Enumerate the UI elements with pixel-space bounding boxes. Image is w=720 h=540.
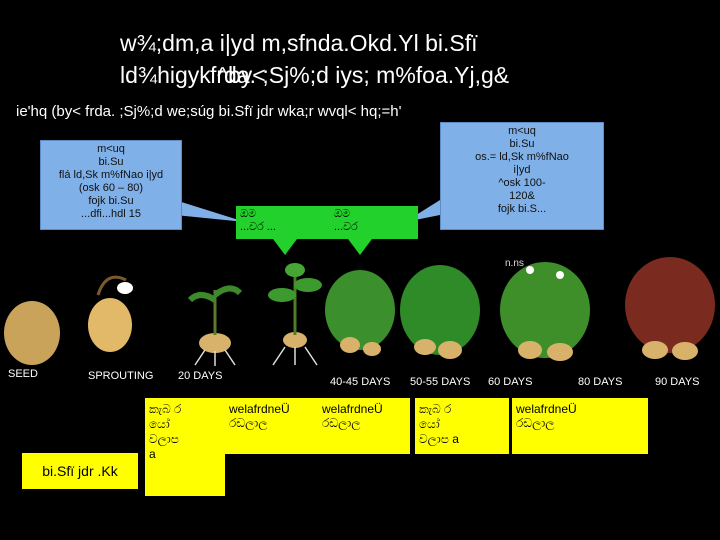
green-box-right: ඔම ...වර bbox=[330, 206, 418, 239]
yellow-box-line: a bbox=[149, 447, 156, 461]
stage-seed: SEED bbox=[8, 368, 38, 380]
stage-80-days: 80 DAYS bbox=[578, 376, 623, 388]
yellow-box-4: කැබ ර යෝ වලාප a bbox=[415, 398, 509, 454]
plant-tag: n.ns bbox=[505, 258, 524, 269]
stage-90-days: 90 DAYS bbox=[655, 376, 700, 388]
yellow-box-line: welafrdneÜ bbox=[516, 402, 577, 416]
green-right-line: ඔම bbox=[334, 208, 351, 220]
yellow-box-line: කැබ ර bbox=[419, 402, 452, 416]
callout-left-line: m<uq bbox=[97, 143, 125, 155]
seed-tuber-illustration bbox=[4, 301, 60, 365]
callout-left-line: flá ld,Sk m%fNao i|yd bbox=[58, 169, 164, 181]
title-line-2a: ld¾higyk ^by< bbox=[120, 62, 266, 88]
green-arrow-right bbox=[345, 235, 375, 255]
callout-right-line: fojk bi.S... bbox=[497, 203, 547, 215]
callout-left-line: (osk 60 – 80) bbox=[78, 182, 144, 194]
yellow-box-line: යෝ bbox=[419, 417, 440, 431]
yellow-box-1: කැබ ර යෝ වලාප a bbox=[145, 398, 225, 496]
growth-stage-illustrations bbox=[4, 257, 715, 366]
callout-right-line: m<uq bbox=[508, 125, 536, 137]
stage-sprouting: SPROUTING bbox=[88, 370, 154, 382]
callout-left-line: ...dfi...hdl 15 bbox=[81, 208, 141, 220]
green-left-line: ඔම bbox=[240, 208, 257, 220]
plant-80-days-illustration bbox=[500, 262, 590, 361]
yellow-box-line: වලාප bbox=[149, 432, 179, 446]
callout-right-line: os.= ld,Sk m%fNao bbox=[475, 151, 569, 163]
callout-left-line: fojk bi.Su bbox=[88, 195, 134, 207]
stage-20-days: 20 DAYS bbox=[178, 370, 223, 382]
title-line-1: w¾;dm,a i|yd m,sfnda.Okd.Yl bi.Sfï bbox=[120, 30, 478, 56]
yellow-box-line: රඩලාල bbox=[516, 416, 555, 430]
green-right-line: ...වර bbox=[334, 221, 358, 233]
callout-left: m<uq bi.Su flá ld,Sk m%fNao i|yd (osk 60… bbox=[40, 140, 182, 230]
stage-60-days: 60 DAYS bbox=[488, 376, 533, 388]
yellow-box-line: කැබ ර bbox=[149, 402, 182, 416]
plant-40-days-illustration bbox=[268, 263, 322, 366]
bottom-label: bi.Sfï jdr .Kk bbox=[22, 453, 138, 489]
yellow-box-line: රඩලාල bbox=[322, 416, 361, 430]
sprouting-tuber-illustration bbox=[88, 298, 132, 352]
subtitle: ie'hq (by< frda. ;Sj%;d we;súg bi.Sfï jd… bbox=[16, 103, 402, 120]
plant-20-days-illustration bbox=[187, 285, 243, 366]
callout-left-line: bi.Su bbox=[98, 156, 124, 168]
yellow-box-line: යෝ bbox=[149, 417, 170, 431]
yellow-box-5: welafrdneÜ රඩලාල bbox=[512, 398, 648, 454]
yellow-box-line: welafrdneÜ bbox=[322, 402, 383, 416]
stage-50-55-days: 50-55 DAYS bbox=[410, 376, 471, 388]
callout-right-line: 120& bbox=[509, 190, 535, 202]
plant-60-days-illustration bbox=[400, 265, 480, 359]
stage-40-45-days: 40-45 DAYS bbox=[330, 376, 391, 388]
yellow-box-2: welafrdneÜ රඩලාල bbox=[225, 398, 320, 454]
plant-90-days-illustration bbox=[625, 257, 715, 360]
yellow-box-line: වලාප a bbox=[419, 432, 459, 446]
callout-right-line: ^osk 100- bbox=[498, 177, 546, 189]
callout-right: m<uq bi.Su os.= ld,Sk m%fNao i|yd ^osk 1… bbox=[440, 122, 604, 230]
green-left-line: ...වර ... bbox=[240, 221, 276, 233]
yellow-box-line: රඩලාල bbox=[229, 416, 268, 430]
plant-50-days-illustration bbox=[325, 270, 395, 356]
green-box-left: ඔම ...වර ... bbox=[236, 206, 336, 239]
yellow-box-line: welafrdneÜ bbox=[229, 402, 290, 416]
callout-right-line: bi.Su bbox=[509, 138, 535, 150]
green-arrow-left bbox=[270, 235, 300, 255]
pointer-left bbox=[175, 200, 245, 222]
callout-right-line: i|yd bbox=[513, 164, 531, 176]
yellow-box-3: welafrdneÜ රඩලාල bbox=[318, 398, 410, 454]
title-line-2b: frda. ;Sj%;d iys; m%foa.Yj,g& bbox=[210, 62, 510, 88]
